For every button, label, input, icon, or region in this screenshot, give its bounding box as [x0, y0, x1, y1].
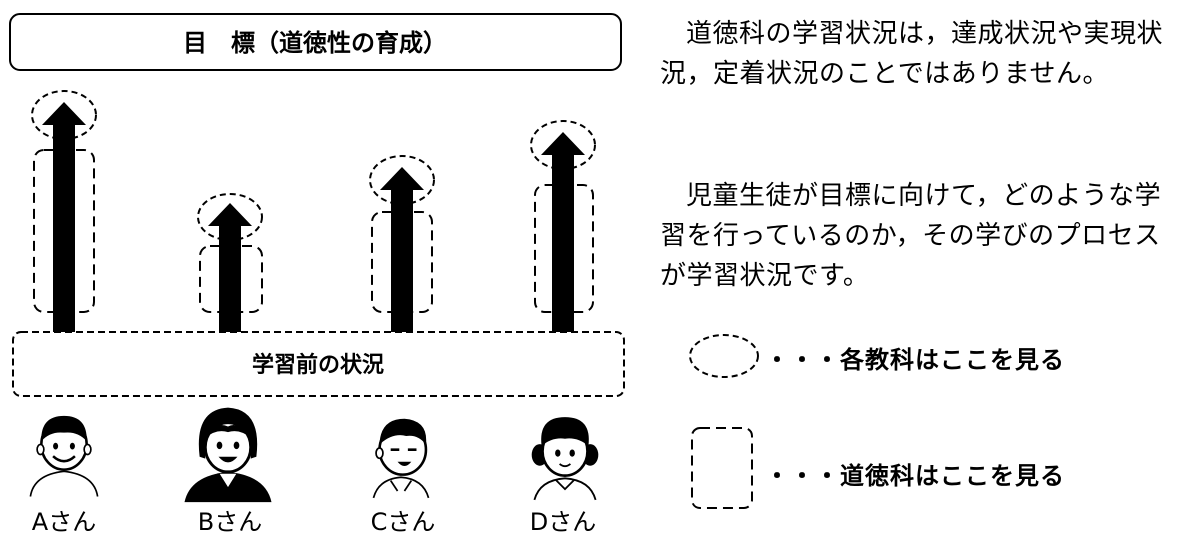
student-a-label: Aさん	[32, 508, 96, 536]
growth-arrow-b	[208, 203, 252, 335]
goal-label: 目 標（道徳性の育成）	[183, 29, 447, 57]
growth-arrows	[42, 102, 585, 335]
baseline-box	[12, 331, 625, 397]
student-d-label: Dさん	[530, 508, 596, 536]
legend-ellipse-icon	[689, 334, 759, 378]
legend-rect-text: ・・・道徳科はここを見る	[765, 462, 1065, 490]
paragraph-1: 道徳科の学習状況は，達成状況や実現状況，定着状況のことではありません。	[660, 19, 1164, 89]
student-b-label: Bさん	[198, 508, 262, 536]
baseline-label: 学習前の状況	[252, 352, 384, 378]
growth-diagram: 目 標（道徳性の育成） 学習前の状況 Aさん Bさん Cさん Dさん	[9, 13, 625, 536]
growth-arrow-a	[42, 102, 86, 335]
goal-box	[9, 13, 622, 71]
paragraph-2: 児童生徒が目標に向けて，どのような学習を行っているのか，その学びのプロセスが学習…	[660, 181, 1162, 291]
legend-rect-icon	[691, 427, 753, 509]
student-c-label: Cさん	[371, 508, 436, 536]
growth-arrow-d	[541, 132, 585, 335]
legend-ellipse-text: ・・・各教科はここを見る	[765, 346, 1065, 374]
student-d-avatar	[530, 415, 600, 502]
student-a-avatar	[29, 414, 99, 498]
student-b-avatar	[182, 405, 274, 504]
growth-arrow-c	[380, 167, 424, 335]
student-c-avatar	[372, 417, 430, 500]
